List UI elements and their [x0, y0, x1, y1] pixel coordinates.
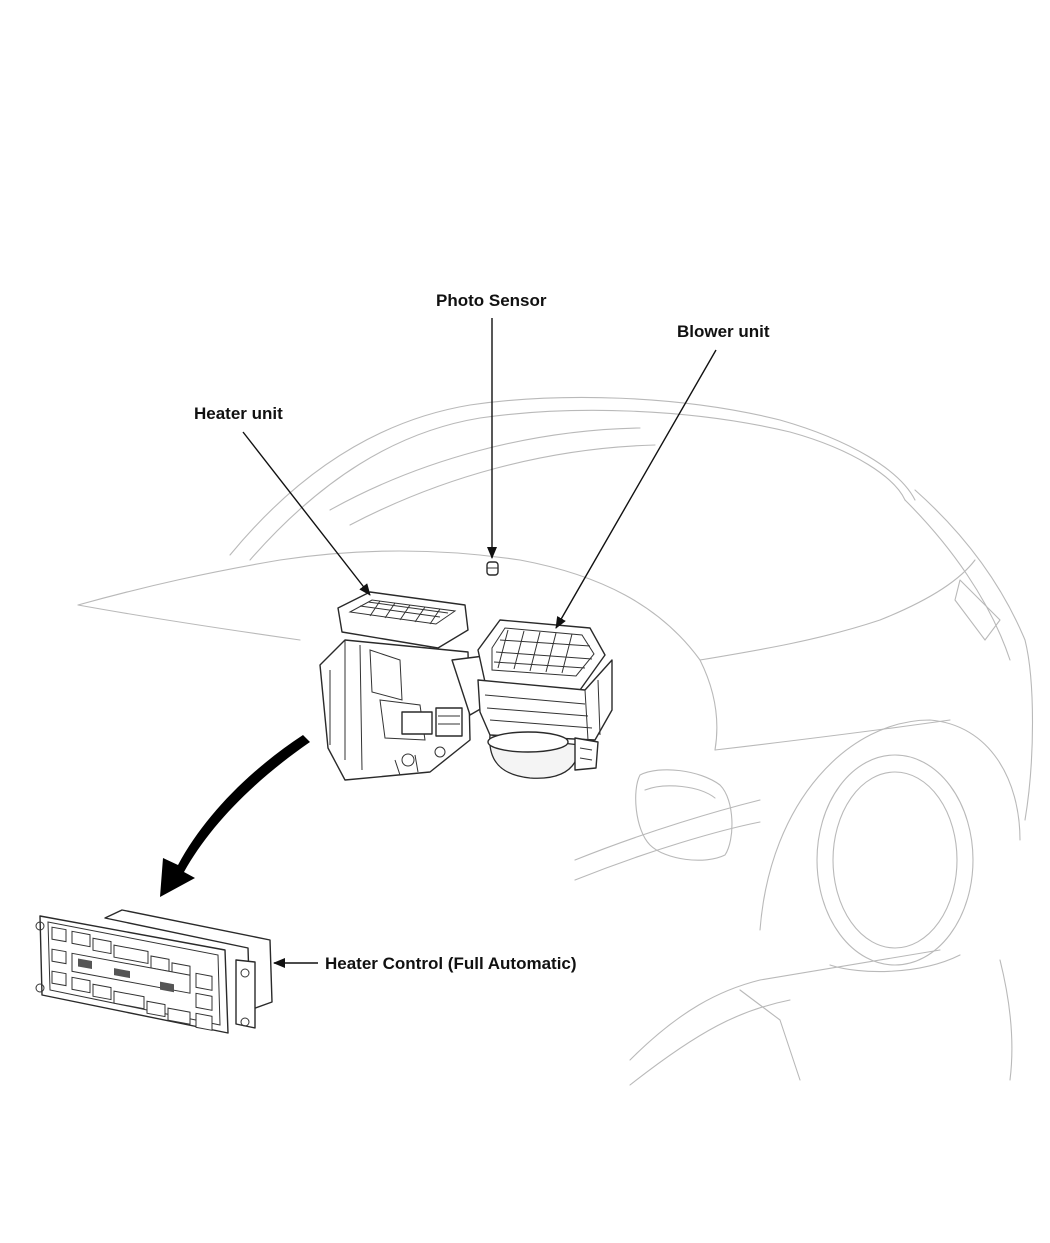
- heater-unit-label: Heater unit: [194, 404, 283, 423]
- flow-arrow: [160, 735, 310, 897]
- photo-sensor-label: Photo Sensor: [436, 291, 547, 310]
- blower-unit-part: [477, 619, 613, 779]
- heater-unit-leader: [242, 431, 371, 596]
- heater-control-label: Heater Control (Full Automatic): [325, 954, 577, 973]
- photo-sensor-part: [486, 561, 499, 576]
- blower-unit-label: Blower unit: [677, 322, 770, 341]
- heater-unit-part: [319, 591, 497, 781]
- heater-control-panel: [35, 909, 273, 1034]
- blower-unit-leader: [555, 349, 717, 629]
